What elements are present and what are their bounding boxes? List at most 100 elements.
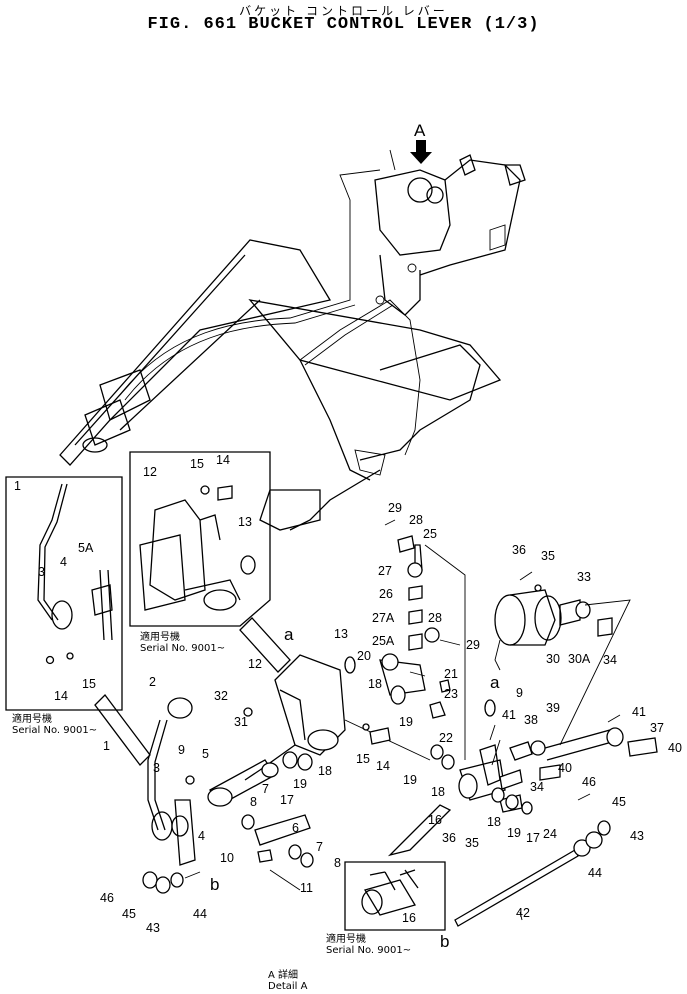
serial-note-center: 適用号機 Serial No. 9001~ xyxy=(140,632,225,654)
part-callout-14: 14 xyxy=(216,453,230,467)
part-callout-1: 1 xyxy=(103,739,110,753)
part-callout-46: 46 xyxy=(100,891,114,905)
part-callout-30A: 30A xyxy=(568,652,591,666)
serial-note-lower: 適用号機 Serial No. 9001~ xyxy=(326,934,411,956)
frame-drawing xyxy=(59,149,526,531)
part-callout-18: 18 xyxy=(431,785,445,799)
part-callout-36: 36 xyxy=(512,543,526,557)
part-callout-11: 11 xyxy=(300,881,313,895)
detail-a-letter: A xyxy=(414,121,426,140)
part-callout-39: 39 xyxy=(546,701,560,715)
part-callout-31: 31 xyxy=(234,715,248,729)
part-callout-3: 3 xyxy=(153,761,160,775)
part-callout-1: 1 xyxy=(14,479,21,493)
part-callout-27A: 27A xyxy=(372,611,395,625)
part-callout-37: 37 xyxy=(650,721,664,735)
part-callout-4: 4 xyxy=(198,829,205,843)
part-callout-19: 19 xyxy=(403,773,417,787)
part-callout-2: 2 xyxy=(149,675,156,689)
part-callout-32: 32 xyxy=(214,689,228,703)
part-callout-42: 42 xyxy=(516,906,530,920)
part-callout-8: 8 xyxy=(334,856,341,870)
part-callout-15: 15 xyxy=(190,457,204,471)
part-callout-18: 18 xyxy=(487,815,501,829)
part-callout-36: 36 xyxy=(442,831,456,845)
part-callout-7: 7 xyxy=(262,782,269,796)
lower-inset-box xyxy=(344,861,446,931)
part-callout-45: 45 xyxy=(612,795,626,809)
serial-note-center-text: Serial No. 9001~ xyxy=(140,643,226,654)
view-b-label: b xyxy=(210,875,219,894)
part-callout-46: 46 xyxy=(582,775,596,789)
part-callout-12: 12 xyxy=(143,465,157,479)
serial-note-center-jp: 適用号機 xyxy=(140,632,180,643)
part-callout-35: 35 xyxy=(465,836,479,850)
part-callout-19: 19 xyxy=(399,715,413,729)
part-callout-9: 9 xyxy=(178,743,185,757)
part-callout-40: 40 xyxy=(558,761,572,775)
part-callout-33: 33 xyxy=(577,570,591,584)
part-callout-45: 45 xyxy=(122,907,136,921)
part-callout-16: 16 xyxy=(428,813,442,827)
part-callout-34: 34 xyxy=(603,653,617,667)
inset-bracket-box xyxy=(129,451,271,627)
part-callout-40: 40 xyxy=(668,741,682,755)
part-callout-22: 22 xyxy=(439,731,453,745)
part-callout-13: 13 xyxy=(334,627,348,641)
part-callout-15: 15 xyxy=(356,752,370,766)
part-callout-29: 29 xyxy=(388,501,402,515)
part-callout-23: 23 xyxy=(444,687,458,701)
part-callout-14: 14 xyxy=(376,759,390,773)
detail-a-caption-text: Detail A xyxy=(268,981,308,992)
part-callout-20: 20 xyxy=(357,649,371,663)
part-callout-41: 41 xyxy=(502,708,516,722)
detail-a-arrow: A xyxy=(410,121,432,164)
part-callout-10: 10 xyxy=(220,851,234,865)
serial-arrow-lower xyxy=(387,804,452,857)
detail-a-caption-jp: A 詳細 xyxy=(268,970,299,981)
part-callout-12: 12 xyxy=(248,657,262,671)
part-callout-24: 24 xyxy=(543,827,557,841)
serial-note-lower-jp: 適用号機 xyxy=(326,934,366,945)
part-callout-43: 43 xyxy=(630,829,644,843)
part-callout-4: 4 xyxy=(60,555,67,569)
lower-lever-assembly xyxy=(142,519,658,927)
view-a-label: a xyxy=(284,625,294,644)
part-callout-28: 28 xyxy=(409,513,423,527)
part-callout-30: 30 xyxy=(546,652,560,666)
part-callout-3: 3 xyxy=(38,565,45,579)
part-callout-18: 18 xyxy=(368,677,382,691)
part-callout-5A: 5A xyxy=(78,541,94,555)
part-callout-38: 38 xyxy=(524,713,538,727)
japanese-title: バケット コントロール レバー xyxy=(239,4,448,18)
part-callout-17: 17 xyxy=(526,831,540,845)
part-callout-15: 15 xyxy=(82,677,96,691)
part-callout-29: 29 xyxy=(466,638,480,652)
part-callout-35: 35 xyxy=(541,549,555,563)
part-callout-9: 9 xyxy=(516,686,523,700)
serial-note-lower-text: Serial No. 9001~ xyxy=(326,945,412,956)
part-callout-26: 26 xyxy=(379,587,393,601)
left-lever-box xyxy=(5,476,123,711)
part-callout-25: 25 xyxy=(423,527,437,541)
part-callout-6: 6 xyxy=(292,821,299,835)
part-callout-14: 14 xyxy=(54,689,68,703)
serial-arrow-center xyxy=(239,617,291,673)
part-callout-13: 13 xyxy=(238,515,252,529)
serial-note-left-text: Serial No. 9001~ xyxy=(12,725,98,736)
detail-a-caption: A 詳細 Detail A xyxy=(268,970,307,992)
part-callout-18: 18 xyxy=(318,764,332,778)
part-callout-44: 44 xyxy=(193,907,207,921)
part-callout-8: 8 xyxy=(250,795,257,809)
part-callout-43: 43 xyxy=(146,921,160,935)
part-callout-41: 41 xyxy=(632,705,646,719)
part-callout-28: 28 xyxy=(428,611,442,625)
figure-title: FIG. 661 BUCKET CONTROL LEVER (1/3) xyxy=(147,15,540,34)
serial-note-left: 適用号機 Serial No. 9001~ xyxy=(12,714,97,736)
part-callout-27: 27 xyxy=(378,564,392,578)
serial-note-left-jp: 適用号機 xyxy=(12,714,52,725)
part-callout-16: 16 xyxy=(402,911,416,925)
